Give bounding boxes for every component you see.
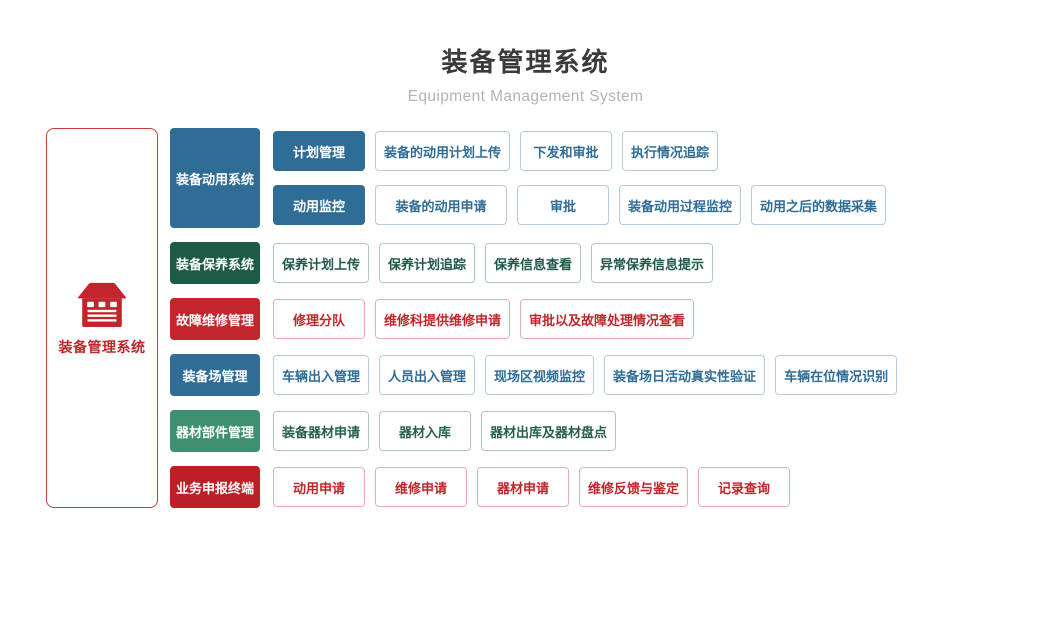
system-tree: 装备动用系统计划管理装备的动用计划上传下发和审批执行情况追踪动用监控装备的动用申… bbox=[170, 128, 898, 508]
feature-item: 异常保养信息提示 bbox=[591, 243, 714, 283]
feature-item: 修理分队 bbox=[273, 299, 365, 339]
feature-item: 审批 bbox=[517, 185, 609, 225]
branch-label: 器材部件管理 bbox=[170, 410, 260, 452]
branch-row: 装备保养系统保养计划上传保养计划追踪保养信息查看异常保养信息提示 bbox=[170, 242, 897, 284]
root-system-panel: 装备管理系统 bbox=[46, 128, 158, 508]
feature-items: 车辆出入管理人员出入管理现场区视频监控装备场日活动真实性验证车辆在位情况识别 bbox=[273, 355, 898, 395]
feature-item: 保养计划追踪 bbox=[379, 243, 476, 283]
feature-item: 装备的动用申请 bbox=[375, 185, 507, 225]
root-system-label: 装备管理系统 bbox=[58, 338, 146, 355]
feature-item: 下发和审批 bbox=[520, 131, 613, 171]
group-row: 计划管理装备的动用计划上传下发和审批执行情况追踪 bbox=[273, 131, 886, 171]
feature-items: 装备的动用申请审批装备动用过程监控动用之后的数据采集 bbox=[375, 185, 887, 225]
system-diagram: 装备管理系统 装备动用系统计划管理装备的动用计划上传下发和审批执行情况追踪动用监… bbox=[46, 128, 898, 508]
feature-item: 动用申请 bbox=[273, 467, 365, 507]
branch-row: 装备场管理车辆出入管理人员出入管理现场区视频监控装备场日活动真实性验证车辆在位情… bbox=[170, 354, 898, 396]
feature-item: 记录查询 bbox=[698, 467, 791, 507]
branch-row: 器材部件管理装备器材申请器材入库器材出库及器材盘点 bbox=[170, 410, 897, 452]
feature-item: 动用之后的数据采集 bbox=[751, 185, 887, 225]
feature-item: 装备动用过程监控 bbox=[619, 185, 742, 225]
feature-item: 执行情况追踪 bbox=[622, 131, 719, 171]
feature-items: 装备的动用计划上传下发和审批执行情况追踪 bbox=[375, 131, 719, 171]
group-row: 动用监控装备的动用申请审批装备动用过程监控动用之后的数据采集 bbox=[273, 185, 887, 225]
feature-item: 器材入库 bbox=[379, 411, 472, 451]
page-header: 装备管理系统 Equipment Management System bbox=[0, 0, 1051, 106]
feature-item: 车辆在位情况识别 bbox=[775, 355, 898, 395]
branch-label: 装备动用系统 bbox=[170, 128, 260, 228]
feature-items: 动用申请维修申请器材申请维修反馈与鉴定记录查询 bbox=[273, 467, 791, 507]
feature-item: 器材申请 bbox=[477, 467, 569, 507]
feature-item: 维修科提供维修申请 bbox=[375, 299, 511, 339]
feature-item: 维修反馈与鉴定 bbox=[579, 467, 689, 507]
feature-items: 装备器材申请器材入库器材出库及器材盘点 bbox=[273, 411, 617, 451]
feature-items: 修理分队维修科提供维修申请审批以及故障处理情况查看 bbox=[273, 299, 695, 339]
branch-row: 业务申报终端动用申请维修申请器材申请维修反馈与鉴定记录查询 bbox=[170, 466, 897, 508]
branch-label: 业务申报终端 bbox=[170, 466, 260, 508]
feature-item: 器材出库及器材盘点 bbox=[481, 411, 617, 451]
feature-item: 审批以及故障处理情况查看 bbox=[520, 299, 695, 339]
feature-item: 装备的动用计划上传 bbox=[375, 131, 511, 171]
feature-item: 装备场日活动真实性验证 bbox=[604, 355, 766, 395]
feature-item: 车辆出入管理 bbox=[273, 355, 370, 395]
feature-item: 保养信息查看 bbox=[485, 243, 582, 283]
group-label: 动用监控 bbox=[273, 185, 365, 225]
branch-label: 故障维修管理 bbox=[170, 298, 260, 340]
feature-item: 保养计划上传 bbox=[273, 243, 370, 283]
page-title: 装备管理系统 bbox=[441, 47, 610, 77]
feature-item: 装备器材申请 bbox=[273, 411, 370, 451]
branch-label: 装备保养系统 bbox=[170, 242, 260, 284]
feature-item: 维修申请 bbox=[375, 467, 467, 507]
group-label: 计划管理 bbox=[273, 131, 365, 171]
feature-items: 保养计划上传保养计划追踪保养信息查看异常保养信息提示 bbox=[273, 243, 714, 283]
page-subtitle: Equipment Management System bbox=[407, 88, 644, 105]
branch-label: 装备场管理 bbox=[170, 354, 260, 396]
feature-item: 人员出入管理 bbox=[379, 355, 476, 395]
branch-row: 故障维修管理修理分队维修科提供维修申请审批以及故障处理情况查看 bbox=[170, 298, 897, 340]
warehouse-icon bbox=[77, 282, 127, 327]
branch-groups: 计划管理装备的动用计划上传下发和审批执行情况追踪动用监控装备的动用申请审批装备动… bbox=[273, 128, 887, 228]
branch-row: 装备动用系统计划管理装备的动用计划上传下发和审批执行情况追踪动用监控装备的动用申… bbox=[170, 128, 897, 228]
feature-item: 现场区视频监控 bbox=[485, 355, 595, 395]
